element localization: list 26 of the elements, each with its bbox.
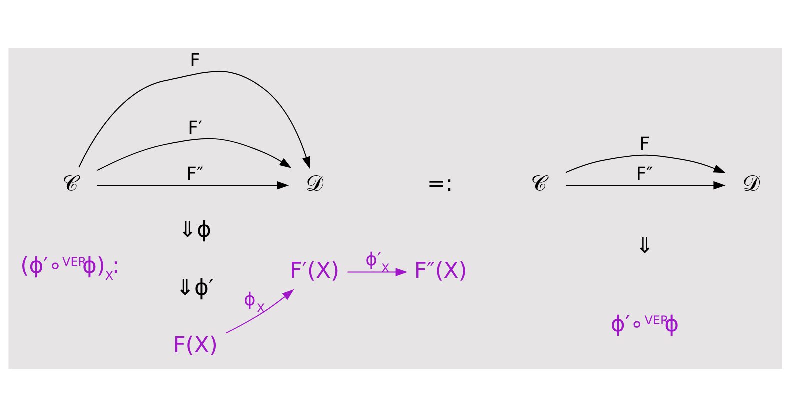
edge-label: F (190, 50, 200, 71)
arrow (226, 288, 294, 334)
edge-label: F″ (186, 163, 204, 184)
node-text: 𝒟 (306, 172, 324, 197)
node-text: 𝒞 (62, 172, 79, 197)
edge-label: ϕ$_{X}$ (244, 289, 266, 316)
edge-label: F (640, 134, 650, 155)
arrow (565, 154, 726, 173)
arrow (97, 138, 292, 171)
label: (ϕ′∘$^{VER}$ϕ)$_{X}$: (20, 253, 120, 282)
node-text: 𝒞 (531, 172, 548, 197)
node-text: F′(X) (290, 258, 340, 284)
label: ϕ′∘$^{VER}$ϕ (610, 312, 680, 338)
edge-label: F′ (188, 118, 203, 139)
label: ⇓ (636, 233, 654, 258)
label: ⇓ϕ (178, 218, 212, 243)
node-text: 𝒟 (742, 172, 760, 197)
arrow (566, 180, 726, 190)
arrow (96, 180, 290, 190)
node-text: F″(X) (414, 258, 468, 284)
label: =: (427, 172, 454, 197)
label: ⇓ϕ′ (176, 275, 214, 300)
edge-label: F″ (636, 163, 654, 184)
node-text: F(X) (173, 333, 218, 358)
arrow (347, 268, 408, 276)
arrow (78, 70, 311, 168)
